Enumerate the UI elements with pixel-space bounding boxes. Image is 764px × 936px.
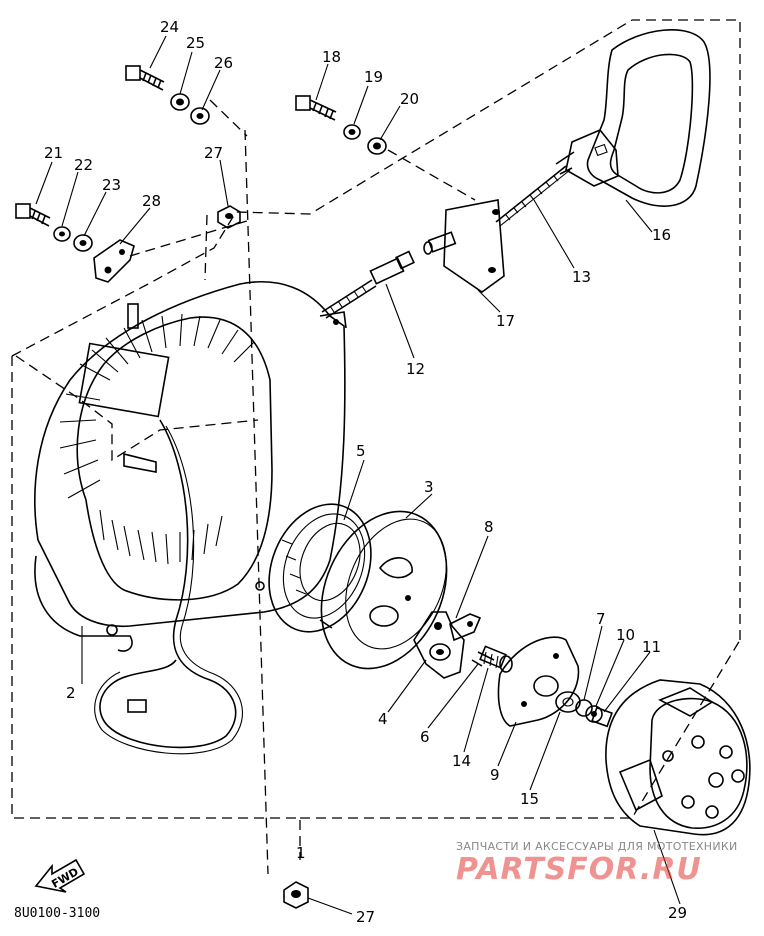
rope-reel-5 [268,503,372,633]
pawl-spring-8 [449,613,482,642]
callout-23: 23 [102,176,121,194]
return-spring-14 [479,645,513,673]
callout-15: 15 [520,790,539,808]
callout-21: 21 [44,144,63,162]
watermark-caption: ЗАПЧАСТИ И АКСЕССУАРЫ ДЛЯ МОТОТЕХНИКИ [456,840,738,853]
bolt-24 [125,65,165,91]
callout-17: 17 [496,312,515,330]
callout-27-top: 27 [204,144,223,162]
callout-26: 26 [214,54,233,72]
callout-22: 22 [74,156,93,174]
starter-handle-16 [555,29,711,207]
callout-numbers: 24 25 26 18 19 20 21 22 23 28 27 16 13 1… [44,18,687,926]
washer-25 [170,93,190,111]
reel-pulley-3 [319,510,448,670]
washer-22 [53,226,71,242]
nut-27-bottom [283,881,309,909]
cable-loop-1 [94,419,243,755]
callout-29: 29 [668,904,687,922]
washer-23 [73,234,93,252]
callout-24: 24 [160,18,179,36]
callout-11: 11 [642,638,661,656]
callout-16: 16 [652,226,671,244]
watermark-brand: PARTSFOR.RU [456,852,702,887]
washer-20 [367,137,387,155]
drive-pawl-4 [413,611,465,679]
callout-4: 4 [378,710,388,728]
nut-27-top [217,205,241,229]
callout-27-bottom: 27 [356,908,375,926]
washer-26 [190,107,210,125]
callout-28: 28 [142,192,161,210]
fwd-label: FWD [49,865,80,891]
bolt-11 [591,706,613,728]
callout-10: 10 [616,626,635,644]
starter-rope-13 [495,165,571,227]
drive-plate-29 [605,679,751,836]
callout-9: 9 [490,766,500,784]
callout-20: 20 [400,90,419,108]
callout-2: 2 [66,684,76,702]
callout-18: 18 [322,48,341,66]
starter-cable-12 [321,250,415,319]
callout-5: 5 [356,442,366,460]
callout-7: 7 [596,610,606,628]
callout-12: 12 [406,360,425,378]
guide-bracket-17 [423,199,505,293]
drawing-code: 8U0100-3100 [14,906,101,921]
callout-1: 1 [296,844,306,862]
callout-14: 14 [452,752,471,770]
callout-6: 6 [420,728,430,746]
recoil-housing-2 [34,280,347,652]
callout-25: 25 [186,34,205,52]
spring-15 [555,691,581,713]
bolt-18 [295,95,337,121]
callout-8: 8 [484,518,494,536]
leader-lines [35,35,681,915]
washer-19 [343,124,361,140]
fwd-arrow-icon: FWD [34,858,86,893]
callout-13: 13 [572,268,591,286]
plate-28 [93,239,135,283]
bolt-21 [15,203,51,227]
callout-3: 3 [424,478,434,496]
callout-19: 19 [364,68,383,86]
